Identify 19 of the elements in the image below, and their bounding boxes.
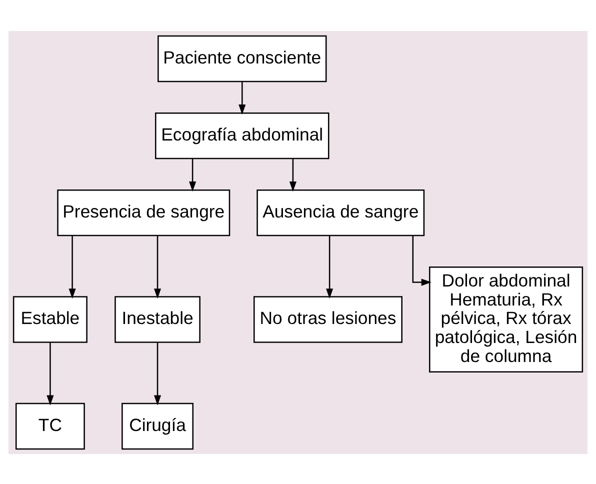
node-box: Ecografía abdominal <box>155 112 330 159</box>
arrow <box>68 235 76 298</box>
node-box: Presencia de sangre <box>57 188 230 236</box>
node-box: No otras lesiones <box>253 296 402 342</box>
arrow <box>154 342 162 405</box>
node-box: Paciente consciente <box>158 34 327 82</box>
node-box: Inestable <box>114 296 200 342</box>
arrow <box>154 235 162 298</box>
arrow <box>238 81 246 114</box>
arrow <box>326 235 334 298</box>
arrow <box>289 158 296 192</box>
node-box: Dolor abdominal Hematuria, Rx pélvica, Rx tórax patológica, Lesión de columna <box>429 266 584 372</box>
arrow <box>189 158 196 192</box>
node-box: TC <box>15 402 85 450</box>
node-box: Cirugía <box>122 402 194 450</box>
arrow <box>412 235 432 286</box>
node-box: Estable <box>12 296 88 342</box>
node-box: Ausencia de sangre <box>256 188 425 236</box>
arrow <box>46 342 54 405</box>
